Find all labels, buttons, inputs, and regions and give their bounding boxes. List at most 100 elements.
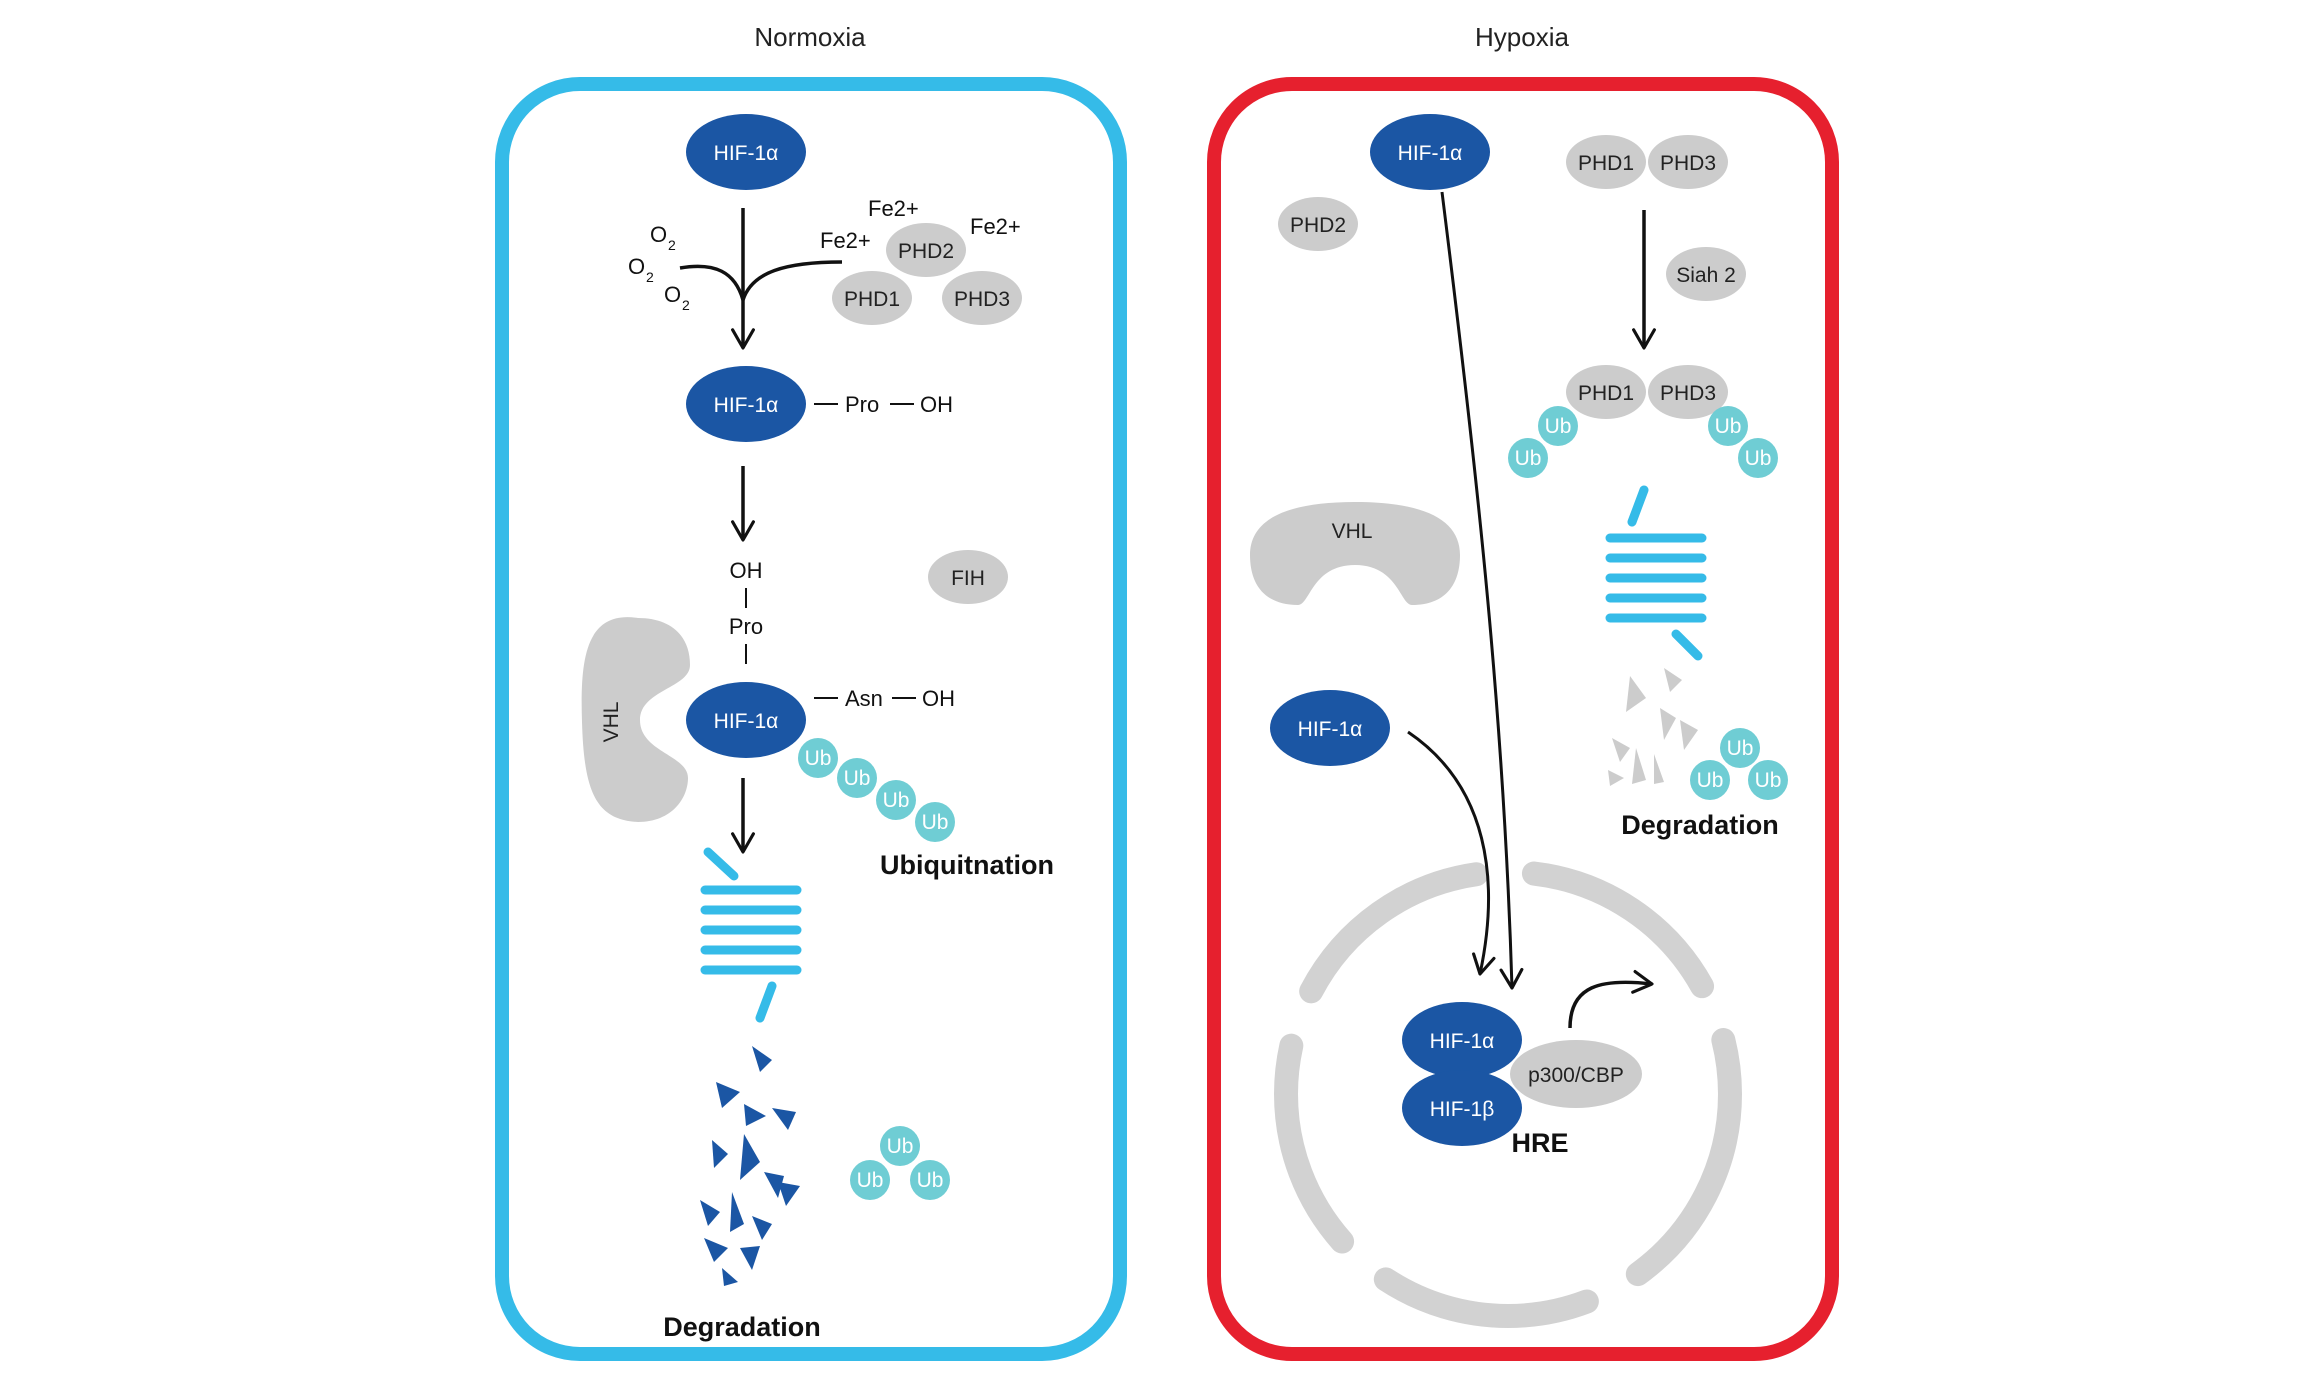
hif1a-left-hypoxia <box>1270 690 1390 766</box>
svg-text:2: 2 <box>682 297 690 313</box>
fih-protein <box>928 550 1008 604</box>
free-ub-2-label: Ub <box>857 1169 884 1192</box>
hif1b-nucleus <box>1402 1070 1522 1146</box>
vhl-hypoxia-label: VHL <box>1332 520 1373 543</box>
free-ub-3 <box>910 1160 950 1200</box>
oh-label-mid: OH <box>920 392 953 417</box>
vhl-hypoxia <box>1250 502 1460 605</box>
svg-text:O: O <box>650 222 667 247</box>
hif1a-bottom-normoxia <box>686 682 806 758</box>
phd3-hypoxia-top-label: PHD3 <box>1660 152 1716 175</box>
ub-phd-3 <box>1708 406 1748 446</box>
phd3-hypoxia-top <box>1648 135 1728 189</box>
ub-chain-2 <box>837 758 877 798</box>
degradation-label-hypoxia: Degradation <box>1621 810 1779 840</box>
hif1a-top-hypoxia-label: HIF-1α <box>1398 142 1463 165</box>
hre-label: HRE <box>1511 1128 1568 1158</box>
hif1b-nucleus-label: HIF-1β <box>1430 1098 1495 1121</box>
ub-chain-1 <box>798 738 838 778</box>
oxygen-input-curve <box>679 264 745 301</box>
ub-phd-2-label: Ub <box>1515 447 1542 470</box>
hif1a-top-normoxia <box>686 114 806 190</box>
transcription-arrow <box>1568 970 1654 1029</box>
siah2-protein <box>1666 247 1746 301</box>
hif1a-nucleus-label: HIF-1α <box>1430 1030 1495 1053</box>
fe2-label-2: Fe2+ <box>820 228 871 253</box>
free-ub-h-3 <box>1748 760 1788 800</box>
fih-label: FIH <box>951 567 985 590</box>
oxygen-label-1: O 2 <box>650 222 676 253</box>
ub-phd-1-label: Ub <box>1545 415 1572 438</box>
phd1-normoxia-label: PHD1 <box>844 288 900 311</box>
svg-text:2: 2 <box>646 269 654 285</box>
oh-label-vertical: OH <box>730 558 763 583</box>
ub-chain-4 <box>915 802 955 842</box>
ub-phd-3-label: Ub <box>1715 415 1742 438</box>
iron-input-curve <box>741 260 843 301</box>
ub-chain-2-label: Ub <box>844 767 871 790</box>
phd1-hypoxia-bottom <box>1566 365 1646 419</box>
normoxia-title: Normoxia <box>754 22 866 52</box>
vhl-normoxia <box>581 617 690 822</box>
proteasome-normoxia <box>700 847 802 1023</box>
hif1a-nucleus <box>1402 1002 1522 1078</box>
asn-label: Asn <box>845 686 883 711</box>
phd3-normoxia-label: PHD3 <box>954 288 1010 311</box>
normoxia-border <box>495 77 1127 1361</box>
phd3-hypoxia-bottom-label: PHD3 <box>1660 382 1716 405</box>
nucleus-envelope <box>1274 860 1742 1328</box>
ub-phd-2 <box>1508 438 1548 478</box>
phd2-normoxia <box>886 223 966 277</box>
p300-cbp <box>1510 1040 1642 1108</box>
siah2-label: Siah 2 <box>1676 264 1736 287</box>
free-ub-3-label: Ub <box>917 1169 944 1192</box>
free-ub-h-2-label: Ub <box>1697 769 1724 792</box>
ub-phd-4-label: Ub <box>1745 447 1772 470</box>
fe2-label-1: Fe2+ <box>868 196 919 221</box>
free-ub-1 <box>880 1126 920 1166</box>
ub-chain-4-label: Ub <box>922 811 949 834</box>
hif1a-mid-normoxia-label: HIF-1α <box>714 394 779 417</box>
phd1-hypoxia-top <box>1566 135 1646 189</box>
hif1a-top-hypoxia <box>1370 114 1490 190</box>
svg-text:O: O <box>664 282 681 307</box>
free-ub-h-1-label: Ub <box>1727 737 1754 760</box>
oh-label-asn: OH <box>922 686 955 711</box>
hypoxia-border <box>1207 77 1839 1361</box>
oxygen-label-2: O 2 <box>628 254 654 285</box>
vhl-normoxia-label: VHL <box>600 702 623 743</box>
hif1a-mid-normoxia <box>686 366 806 442</box>
phd1-normoxia <box>832 271 912 325</box>
ub-phd-4 <box>1738 438 1778 478</box>
hif1a-top-normoxia-label: HIF-1α <box>714 142 779 165</box>
free-ub-1-label: Ub <box>887 1135 914 1158</box>
free-ub-h-3-label: Ub <box>1755 769 1782 792</box>
arrow-hif1a-to-nucleus-1 <box>1440 191 1524 990</box>
arrow-hif1a-to-nucleus-2 <box>1407 730 1496 976</box>
normoxia-panel: Normoxia HIF-1α O 2 O 2 O 2 Fe2+ Fe2+ Fe… <box>495 22 1127 1361</box>
hif1a-bottom-normoxia-label: HIF-1α <box>714 710 779 733</box>
oxygen-label-3: O 2 <box>664 282 690 313</box>
hif1a-left-hypoxia-label: HIF-1α <box>1298 718 1363 741</box>
pro-label-vertical: Pro <box>729 614 763 639</box>
phd2-hypoxia <box>1278 197 1358 251</box>
phd3-normoxia <box>942 271 1022 325</box>
hypoxia-panel: Hypoxia HIF-1α PHD2 PHD1 PHD3 Siah 2 PHD… <box>1207 22 1839 1361</box>
fe2-label-3: Fe2+ <box>970 214 1021 239</box>
ub-chain-3-label: Ub <box>883 789 910 812</box>
phd1-hypoxia-top-label: PHD1 <box>1578 152 1634 175</box>
protein-fragments-normoxia <box>700 1046 800 1286</box>
phd2-normoxia-label: PHD2 <box>898 240 954 263</box>
ub-chain-3 <box>876 780 916 820</box>
hypoxia-title: Hypoxia <box>1475 22 1569 52</box>
phd1-hypoxia-bottom-label: PHD1 <box>1578 382 1634 405</box>
proteasome-hypoxia <box>1605 485 1707 661</box>
free-ub-2 <box>850 1160 890 1200</box>
free-ub-h-2 <box>1690 760 1730 800</box>
phd2-hypoxia-label: PHD2 <box>1290 214 1346 237</box>
svg-text:O: O <box>628 254 645 279</box>
free-ub-h-1 <box>1720 728 1760 768</box>
phd3-hypoxia-bottom <box>1648 365 1728 419</box>
ubiquitination-label: Ubiquitnation <box>880 850 1054 880</box>
